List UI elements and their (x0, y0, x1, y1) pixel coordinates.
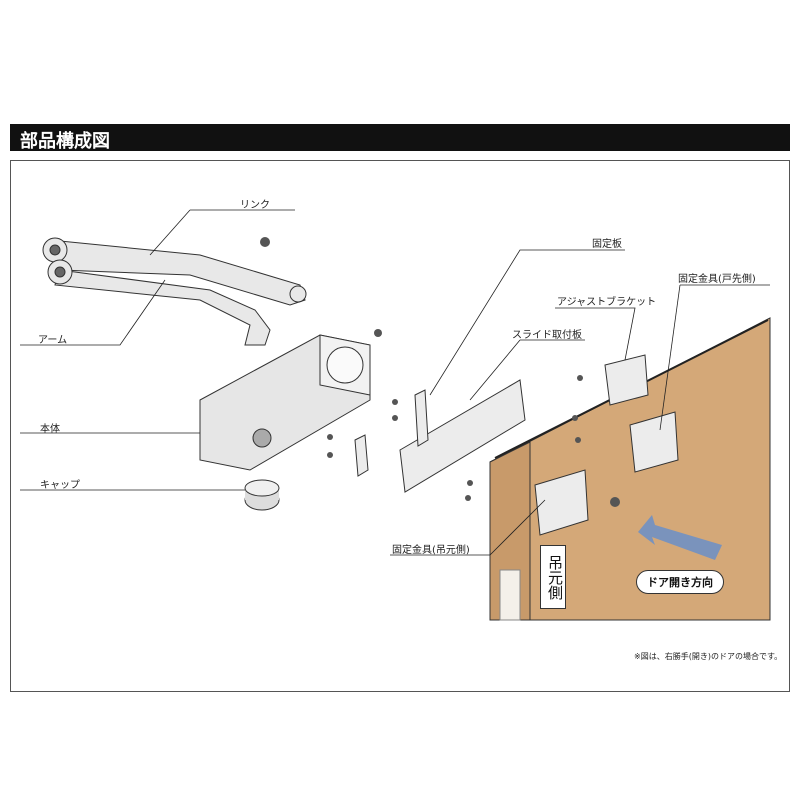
label-bracket-door-side: 固定金具(戸先側) (678, 274, 756, 285)
leader-lines (20, 209, 770, 556)
label-link: リンク (240, 200, 270, 211)
plates (354, 354, 679, 536)
door-direction-badge: ドア開き方向 (636, 570, 724, 594)
label-adjust-bracket: アジャストブラケット (557, 297, 657, 308)
label-cap: キャップ (40, 480, 80, 491)
label-bracket-hinge-side: 固定金具(吊元側) (392, 545, 470, 556)
section-title: 部品構成図 (20, 131, 110, 152)
hinge-side-tag: 吊元側 (540, 545, 566, 609)
section-header: 部品構成図 (10, 124, 790, 152)
label-body: 本体 (40, 424, 60, 435)
footnote: ※図は、右勝手(開き)のドアの場合です。 (634, 652, 783, 661)
screws (260, 237, 620, 507)
label-fixing-plate: 固定板 (592, 239, 622, 250)
direction-arrow (638, 515, 722, 560)
diagram-frame (10, 160, 790, 692)
closer-body (199, 334, 371, 511)
arm-assembly (42, 237, 307, 346)
label-arm: アーム (38, 335, 68, 346)
label-slide-plate: スライド取付板 (512, 330, 582, 341)
